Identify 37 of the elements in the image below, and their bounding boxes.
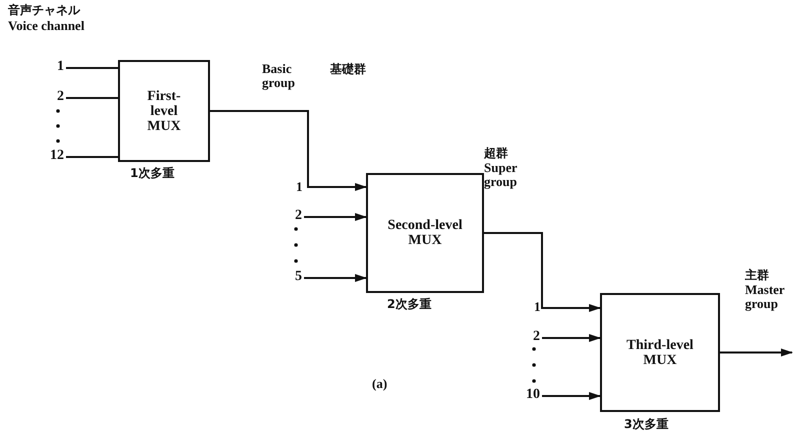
arrow: [542, 334, 601, 342]
box-label: Second-level MUX: [386, 218, 464, 248]
text-label: Basic group: [262, 62, 296, 90]
connector-line: [66, 67, 118, 69]
box-caption: 2次多重: [387, 297, 432, 311]
text-label: (a): [372, 377, 388, 391]
text-label: Voice channel: [8, 19, 84, 33]
mux-box: [600, 293, 720, 412]
channel-number: 12: [50, 148, 64, 164]
arrow: [720, 348, 793, 356]
text-label: Master group: [745, 283, 786, 311]
text-label: 基礎群: [330, 62, 366, 76]
channel-number: 10: [526, 387, 540, 403]
arrow: [304, 274, 367, 282]
connector-line: [66, 156, 118, 158]
mux-box: [118, 60, 210, 162]
text-label: Super group: [484, 161, 518, 189]
mux-box: [366, 173, 484, 293]
text-label: 1: [534, 300, 540, 314]
channel-number: 2: [295, 208, 302, 224]
text-label: 1: [296, 180, 302, 194]
box-caption: 1次多重: [130, 166, 174, 180]
text-label: 音声チャネル: [8, 3, 80, 17]
box-label: First-level MUX: [146, 88, 182, 134]
arrow: [210, 110, 367, 191]
text-label: 超群: [484, 146, 508, 160]
arrow: [304, 213, 367, 221]
arrow: [542, 392, 601, 400]
arrow: [484, 232, 601, 312]
text-label: 主群: [745, 268, 769, 282]
channel-number: 1: [57, 59, 64, 75]
box-label: Third-level MUX: [626, 338, 694, 368]
connector-line: [66, 97, 118, 99]
channel-number: 2: [57, 89, 64, 105]
channel-number: 5: [295, 269, 302, 285]
box-caption: 3次多重: [624, 417, 668, 431]
channel-number: 2: [533, 329, 540, 345]
